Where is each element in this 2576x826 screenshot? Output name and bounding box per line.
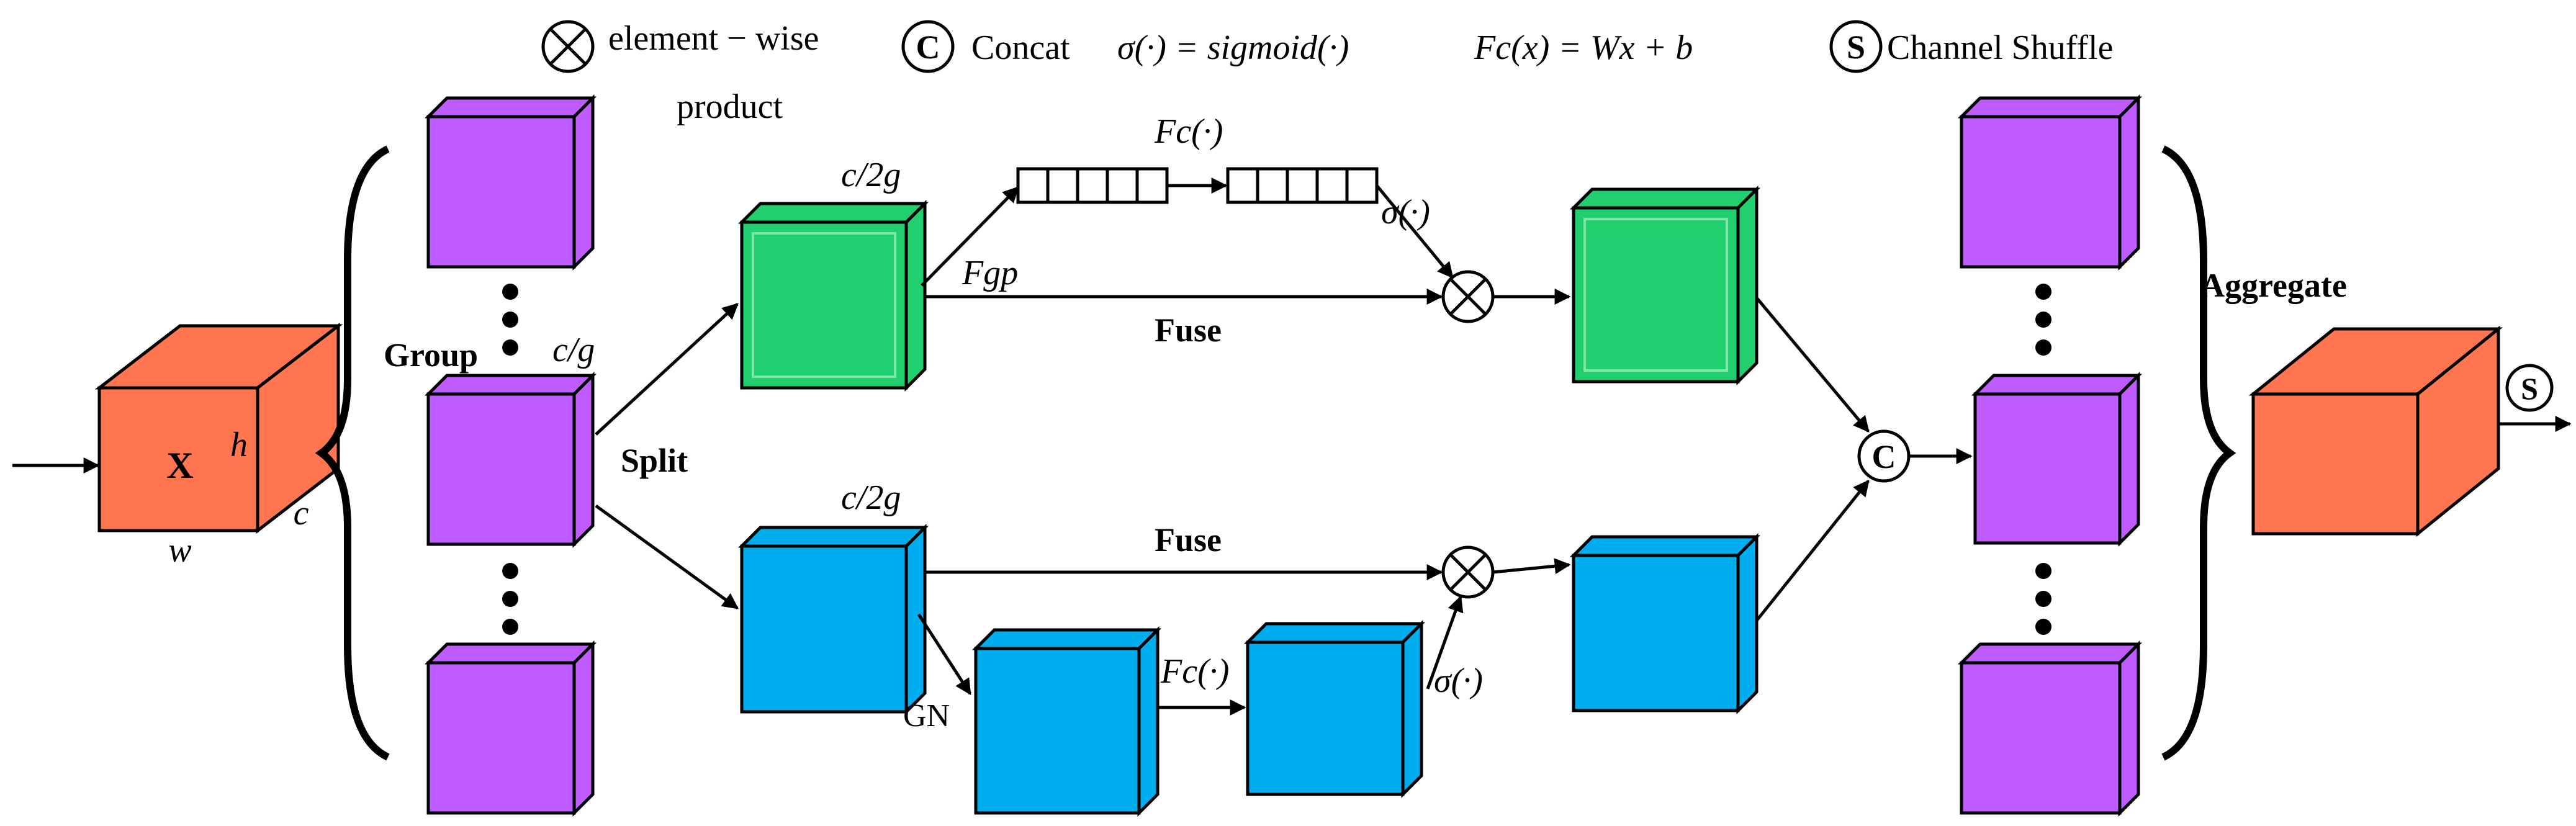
aggregate-dots-bottom: [2035, 563, 2051, 635]
sigma-arrow-bottom: [1426, 595, 1464, 689]
legend-product-label-line2: product: [677, 88, 783, 126]
fc-cube: [1243, 619, 1426, 799]
concat-arrow-top: [1755, 297, 1870, 433]
concat-arrow-bottom: [1755, 479, 1870, 622]
concat-node-icon: C: [1857, 429, 1911, 483]
channel-vector-2: [1226, 167, 1379, 204]
spatial-output-cube: [1569, 532, 1761, 715]
input-label: X: [166, 445, 193, 486]
group-cube-middle: [424, 371, 597, 549]
bottom-sigma-label: σ(·): [1434, 662, 1483, 700]
shuffle-node-icon: S: [2505, 364, 2554, 412]
channel-vector-1: [1016, 167, 1169, 204]
bottom-output-arrow: [1492, 558, 1571, 575]
gn-label: GN: [903, 698, 950, 734]
bottom-c-over-2g-label: c/2g: [841, 478, 901, 517]
aggregate-dots-top: [2035, 284, 2051, 356]
legend: element − wise product C Concat σ(·) = s…: [541, 19, 2113, 126]
svg-text:S: S: [1847, 29, 1865, 66]
aggregate-cube-top: [1957, 94, 2143, 271]
group-cube-top: [424, 94, 597, 271]
aggregate-cube-bottom: [1957, 640, 2143, 817]
top-c-over-2g-label: c/2g: [841, 156, 901, 194]
bottom-fuse-label: Fuse: [1155, 521, 1222, 559]
legend-product-label: element − wise: [608, 19, 819, 58]
gn-arrow: [917, 613, 972, 696]
svg-text:C: C: [1872, 438, 1896, 475]
svg-text:C: C: [916, 29, 940, 66]
spatial-branch-cube: [737, 523, 929, 716]
split-arrow-bottom: [595, 504, 739, 610]
svg-text:S: S: [2521, 371, 2538, 406]
aggregate-label: Aggregate: [2200, 267, 2347, 304]
gn-cube: [971, 626, 1162, 817]
top-sigma-label: σ(·): [1381, 193, 1430, 231]
group-cube-bottom: [424, 640, 597, 817]
split-label: Split: [621, 442, 688, 479]
channel-output-cube: [1569, 185, 1761, 386]
group-dots-bottom: [502, 563, 518, 635]
legend-sigmoid-formula: σ(·) = sigmoid(·): [1117, 29, 1349, 67]
group-dots-top: [502, 284, 518, 356]
multiply-node-bottom-icon: [1441, 545, 1495, 599]
split-arrow-top: [595, 303, 739, 436]
group-c-over-g-label: c/g: [552, 331, 595, 369]
multiply-node-top-icon: [1441, 270, 1495, 323]
group-label: Group: [384, 336, 478, 374]
fgp-arrow: [921, 186, 1019, 287]
fgp-label: Fgp: [961, 254, 1018, 292]
bottom-fc-label: Fc(·): [1160, 652, 1229, 691]
legend-fc-formula: Fc(x) = Wx + b: [1474, 29, 1693, 67]
aggregate-cube-middle: [1971, 371, 2143, 547]
legend-shuffle-icon: S: [1829, 20, 1883, 73]
top-fuse-label: Fuse: [1155, 312, 1222, 349]
group-left-brace: [315, 145, 390, 761]
legend-shuffle-label: Channel Shuffle: [1887, 29, 2113, 67]
input-h-label: h: [230, 426, 248, 464]
input-c-label: c: [294, 494, 309, 532]
legend-product-icon: [541, 20, 595, 73]
aggregate-right-brace: [2161, 145, 2236, 761]
input-cube: [94, 322, 343, 534]
legend-concat-label: Concat: [971, 29, 1070, 67]
top-fc-label: Fc(·): [1154, 112, 1223, 151]
legend-concat-icon: C: [901, 20, 955, 73]
input-w-label: w: [168, 531, 191, 570]
sigma-arrow-top: [1376, 184, 1454, 279]
output-cube: [2248, 325, 2503, 537]
channel-branch-cube: [737, 199, 929, 392]
